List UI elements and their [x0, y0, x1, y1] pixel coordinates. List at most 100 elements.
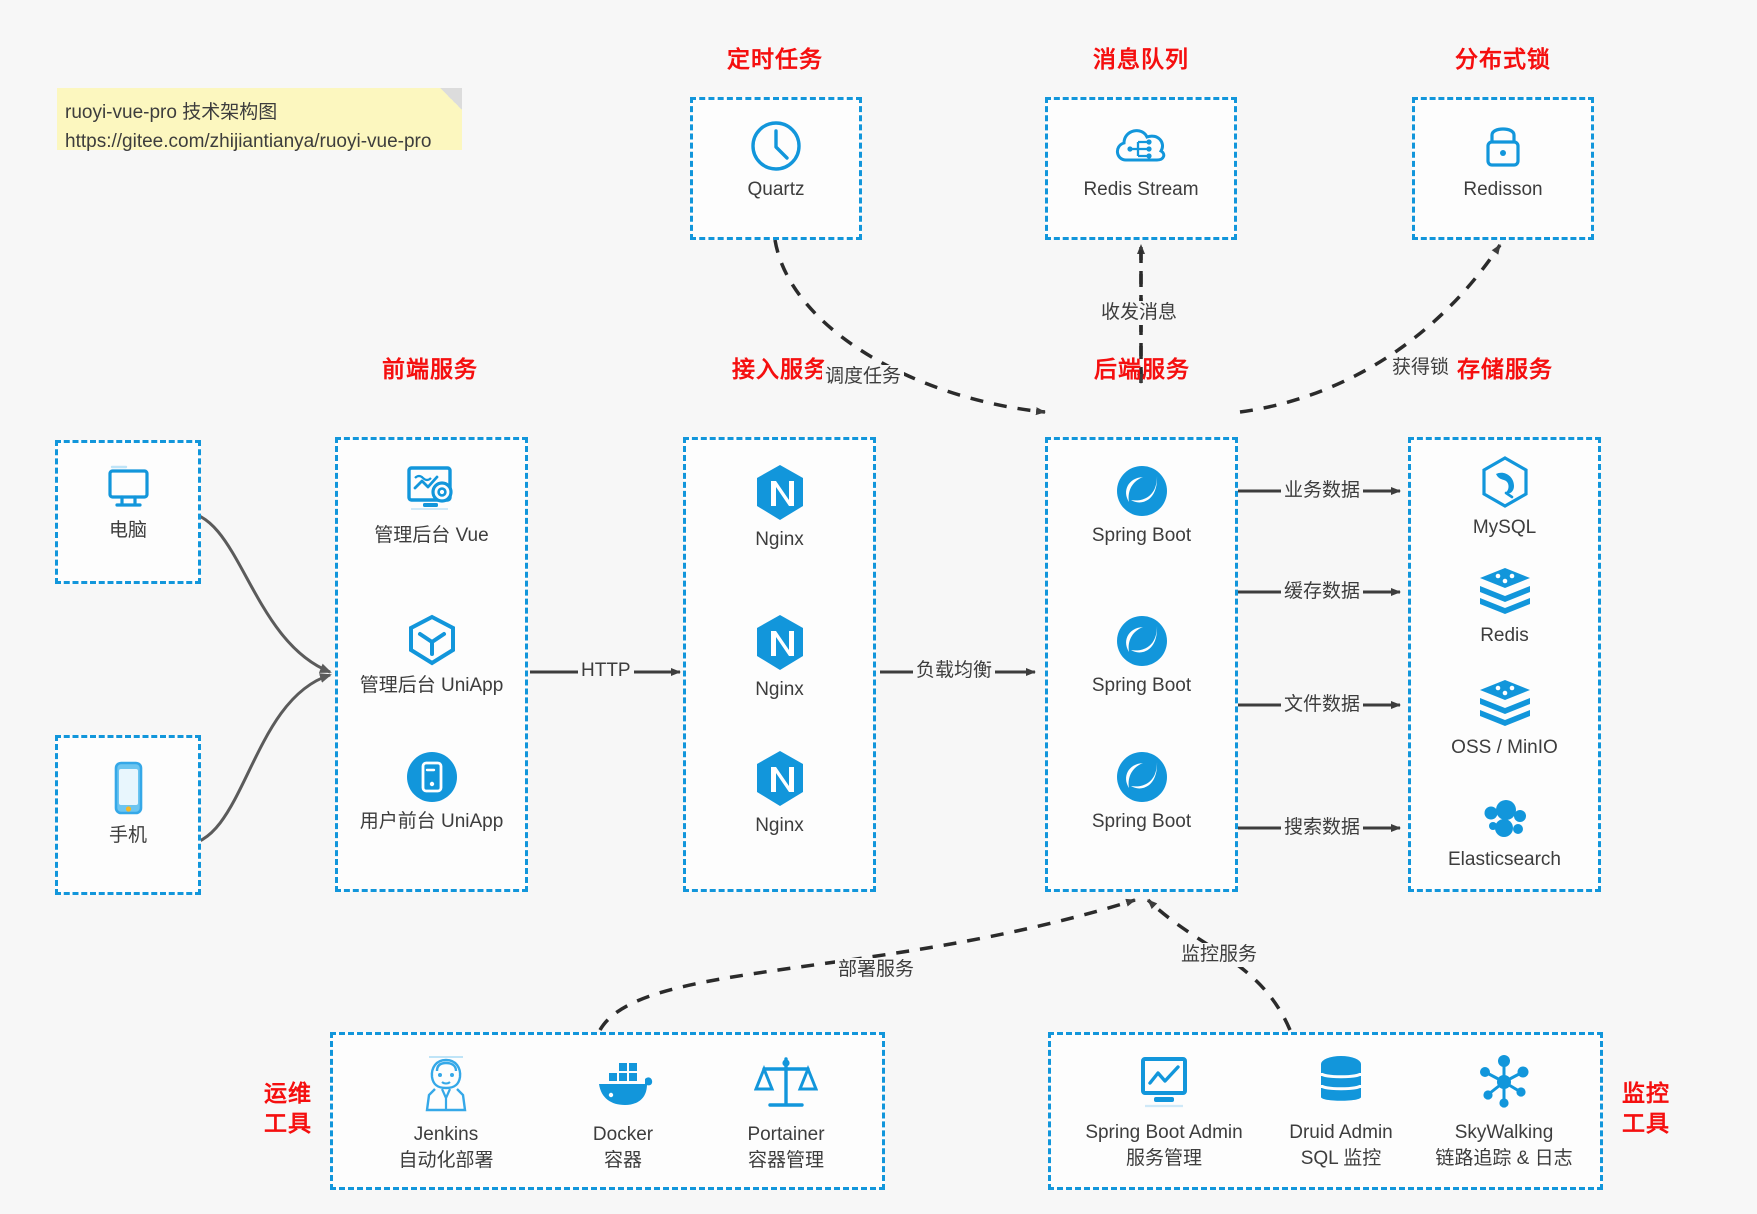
node-name: Druid Admin: [1289, 1122, 1393, 1143]
docker-icon: [599, 1063, 653, 1105]
node-spring-boot-1[interactable]: Spring Boot: [1048, 462, 1235, 548]
node-jenkins[interactable]: Jenkins 自动化部署: [351, 1051, 541, 1174]
node-label: Nginx: [755, 815, 804, 836]
mysql-icon: [1481, 456, 1528, 508]
edge-label-cache-data: 缓存数据: [1281, 580, 1364, 604]
node-skywalking[interactable]: SkyWalking 链路追踪 & 日志: [1409, 1051, 1599, 1172]
group-box-backend: Spring Boot Spring Boot Spring Boot: [1045, 437, 1238, 892]
node-label: 电脑: [108, 520, 147, 541]
node-phone[interactable]: 手机: [58, 758, 198, 848]
monitor-title-line2: 工具: [1622, 1110, 1670, 1136]
node-label: Spring Boot: [1091, 525, 1192, 546]
group-box-gateway: Nginx Nginx Nginx: [683, 437, 876, 892]
desktop-icon: [108, 465, 149, 507]
node-label: MySQL: [1472, 517, 1537, 538]
edge-label-acquire-lock: 获得锁: [1389, 356, 1453, 380]
node-label: 手机: [108, 825, 147, 846]
nginx-icon: [756, 615, 803, 670]
cloud-stream-icon: [1116, 129, 1166, 162]
node-user-uniapp[interactable]: 用户前台 UniApp: [338, 748, 525, 834]
phone-icon: [114, 761, 143, 815]
node-elasticsearch[interactable]: Elasticsearch: [1411, 788, 1598, 872]
jenkins-icon: [425, 1056, 467, 1112]
lock-icon: [1486, 127, 1520, 167]
node-label: 管理后台 Vue: [374, 525, 489, 546]
node-nginx-1[interactable]: Nginx: [686, 462, 873, 552]
clock-icon: [751, 121, 801, 171]
group-title-scheduler: 定时任务: [727, 46, 823, 72]
node-redis-stream[interactable]: Redis Stream: [1048, 118, 1234, 202]
group-box-storage: MySQL Redis OSS / MinIO: [1408, 437, 1601, 892]
node-nginx-3[interactable]: Nginx: [686, 748, 873, 838]
node-desc: 容器: [603, 1150, 642, 1171]
node-label: Redis: [1480, 625, 1529, 646]
database-icon: [1319, 1056, 1363, 1101]
node-oss-minio[interactable]: OSS / MinIO: [1411, 676, 1598, 760]
node-nginx-2[interactable]: Nginx: [686, 612, 873, 702]
group-title-storage: 存储服务: [1457, 356, 1553, 382]
node-label: 管理后台 UniApp: [359, 675, 504, 696]
node-admin-uniapp[interactable]: 管理后台 UniApp: [338, 612, 525, 698]
edge-label-load-balance: 负载均衡: [913, 659, 996, 683]
diagram-note: ruoyi-vue-pro 技术架构图 https://gitee.com/zh…: [57, 88, 462, 152]
group-box-monitor: Spring Boot Admin 服务管理 Druid Admin SQL 监…: [1048, 1032, 1603, 1190]
nginx-icon: [756, 751, 803, 806]
group-title-frontend: 前端服务: [382, 356, 478, 382]
node-label: Spring Boot: [1091, 811, 1192, 832]
group-box-devops: Jenkins 自动化部署 Docker 容器 Porta: [330, 1032, 885, 1190]
node-portainer[interactable]: Portainer 容器管理: [691, 1051, 881, 1174]
node-mysql[interactable]: MySQL: [1411, 454, 1598, 540]
node-desc: 链路追踪 & 日志: [1435, 1148, 1573, 1169]
node-desc: 服务管理: [1125, 1148, 1202, 1169]
node-name: SkyWalking: [1454, 1122, 1554, 1143]
oss-icon: [1479, 680, 1530, 726]
node-name: Docker: [592, 1124, 654, 1145]
node-druid-admin[interactable]: Druid Admin SQL 监控: [1246, 1051, 1436, 1172]
nginx-icon: [756, 465, 803, 520]
node-redis[interactable]: Redis: [1411, 564, 1598, 648]
node-docker[interactable]: Docker 容器: [528, 1051, 718, 1174]
node-redisson[interactable]: Redisson: [1415, 118, 1591, 202]
edge-label-search-data: 搜索数据: [1281, 816, 1364, 840]
spring-icon: [1116, 616, 1167, 666]
node-desc: 自动化部署: [398, 1150, 494, 1171]
node-label: Redis Stream: [1083, 179, 1199, 200]
node-name: Portainer: [747, 1124, 825, 1145]
tracing-icon: [1480, 1055, 1529, 1108]
devops-title-line2: 工具: [264, 1110, 312, 1136]
scales-icon: [753, 1057, 819, 1107]
edge-label-file-data: 文件数据: [1281, 693, 1364, 717]
note-title: ruoyi-vue-pro 技术架构图: [65, 102, 278, 123]
edge-label-business-data: 业务数据: [1281, 479, 1364, 503]
node-label: Nginx: [755, 679, 804, 700]
node-label: Nginx: [755, 529, 804, 550]
node-label: Quartz: [747, 179, 805, 200]
node-label: OSS / MinIO: [1451, 737, 1558, 758]
group-box-lock: Redisson: [1412, 97, 1594, 240]
note-url: https://gitee.com/zhijiantianya/ruoyi-vu…: [65, 131, 432, 152]
monitor-chart-icon: [1141, 1057, 1187, 1108]
devops-title-line1: 运维: [264, 1080, 312, 1106]
node-spring-boot-3[interactable]: Spring Boot: [1048, 748, 1235, 834]
spring-icon: [1116, 466, 1167, 516]
group-title-monitor: 监控 工具: [1616, 1078, 1676, 1138]
group-box-frontend: 管理后台 Vue 管理后台 UniApp 用户前台 UniApp: [335, 437, 528, 892]
node-admin-vue[interactable]: 管理后台 Vue: [338, 462, 525, 548]
node-label: Elasticsearch: [1448, 849, 1561, 870]
node-quartz[interactable]: Quartz: [693, 118, 859, 202]
monitor-title-line1: 监控: [1622, 1080, 1670, 1106]
cube-icon: [408, 614, 455, 666]
group-box-mq: Redis Stream: [1045, 97, 1237, 240]
node-desc: 容器管理: [747, 1150, 824, 1171]
note-fold-corner: [440, 88, 462, 110]
edge-label-deploy-service: 部署服务: [835, 958, 918, 982]
node-spring-boot-admin[interactable]: Spring Boot Admin 服务管理: [1069, 1051, 1259, 1172]
spring-icon: [1116, 752, 1167, 802]
edge-label-send-receive-message: 收发消息: [1098, 301, 1181, 325]
group-title-devops: 运维 工具: [258, 1078, 318, 1138]
group-title-backend: 后端服务: [1094, 356, 1190, 382]
node-spring-boot-2[interactable]: Spring Boot: [1048, 612, 1235, 698]
node-desc: SQL 监控: [1300, 1148, 1382, 1169]
edge-label-monitor-service: 监控服务: [1178, 943, 1261, 967]
node-computer[interactable]: 电脑: [58, 461, 198, 543]
